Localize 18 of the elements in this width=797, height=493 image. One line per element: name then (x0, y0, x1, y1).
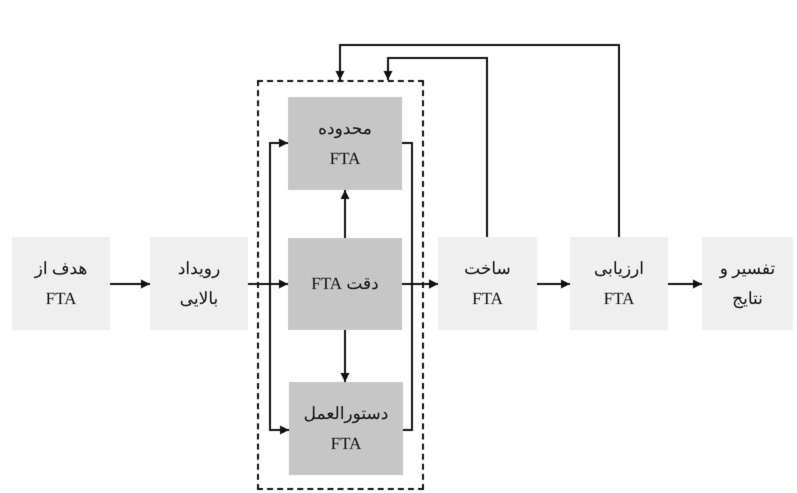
arrow (340, 330, 350, 382)
process-box: هدف از FTA (12, 237, 110, 330)
dashed-group-box (257, 80, 424, 490)
process-box: دستورالعمل FTA (289, 382, 403, 475)
arrow (384, 57, 488, 237)
process-box: رویداد بالایی (150, 237, 248, 330)
process-box: دقت FTA (288, 238, 402, 330)
process-box: ارزیابی FTA (570, 237, 668, 330)
arrow (668, 280, 702, 288)
arrow (248, 283, 289, 434)
arrow (537, 280, 570, 288)
process-box: ساخت FTA (438, 237, 537, 330)
arrow (340, 190, 350, 238)
arrow (403, 280, 438, 431)
arrow (336, 44, 620, 237)
process-box: محدوده FTA (288, 97, 402, 190)
process-box: تفسیر و نتایج (702, 237, 793, 330)
arrow (110, 280, 150, 288)
